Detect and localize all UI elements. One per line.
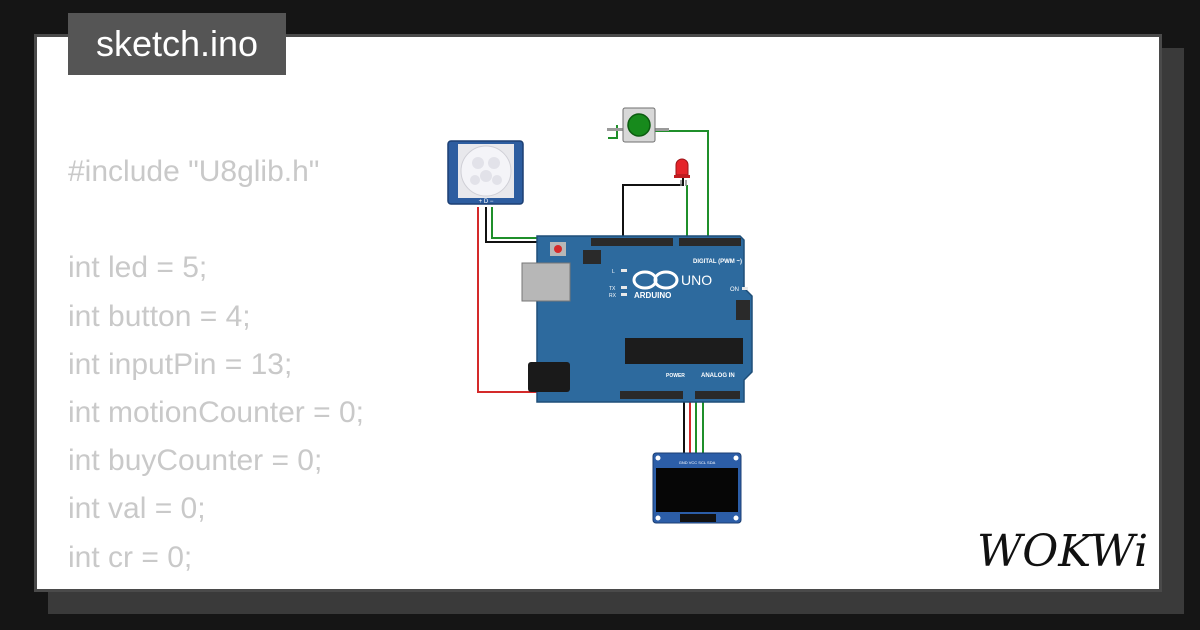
code-line: int buyCounter = 0; [68, 444, 323, 478]
usb-port [521, 262, 571, 302]
wire-black [622, 178, 684, 240]
pir-pin-labels: + D − [479, 199, 494, 205]
red-led [674, 158, 690, 186]
oled-pin-labels: GND VCC SCL SDA [679, 460, 716, 465]
power-label: POWER [666, 373, 685, 379]
wire-green [608, 125, 618, 139]
oled-display[interactable]: GND VCC SCL SDA [652, 452, 742, 524]
brand-label: ARDUINO [634, 291, 671, 300]
file-title-tab[interactable]: sketch.ino [68, 13, 286, 75]
code-line: int cr = 0; [68, 540, 193, 574]
wire-green [655, 130, 709, 240]
l-led-label: L [612, 269, 615, 275]
arduino-uno-board[interactable]: UNO ARDUINO DIGITAL (PWM ~) ANALOG IN PO… [521, 235, 753, 403]
code-line: int val = 0; [68, 492, 206, 526]
code-line: #include "U8glib.h" [68, 155, 320, 188]
wokwi-logo: WOKWi [977, 526, 1148, 577]
power-jack [528, 362, 570, 392]
code-line [68, 196, 364, 244]
arduino-logo-icon [632, 270, 679, 290]
on-label: ON [730, 287, 739, 293]
push-button[interactable] [607, 107, 669, 143]
code-snippet: #include "U8glib.h" int led = 5; int but… [68, 148, 364, 582]
rx-led-label: RX [609, 293, 617, 299]
analog-label: ANALOG IN [701, 373, 735, 379]
svg-text:WOKWi: WOKWi [977, 526, 1148, 577]
code-line: int inputPin = 13; [68, 347, 293, 381]
uno-label: UNO [681, 272, 712, 288]
power-header [620, 391, 683, 399]
digital-label: DIGITAL (PWM ~) [693, 259, 742, 265]
wire-green [491, 207, 603, 241]
digital-header [591, 238, 673, 246]
code-line: int led = 5; [68, 251, 208, 285]
icsp-header [583, 250, 601, 264]
pir-sensor[interactable]: + D − [447, 140, 524, 205]
analog-header [695, 391, 740, 399]
circuit-diagram: + D − U [447, 107, 753, 524]
code-line: int motionCounter = 0; [68, 395, 365, 429]
tx-led-label: TX [609, 286, 616, 292]
code-line: int button = 4; [68, 299, 251, 333]
atmega-chip [625, 338, 743, 364]
oled-screen [656, 468, 738, 512]
digital-header [679, 238, 741, 246]
icsp-header [736, 300, 750, 320]
